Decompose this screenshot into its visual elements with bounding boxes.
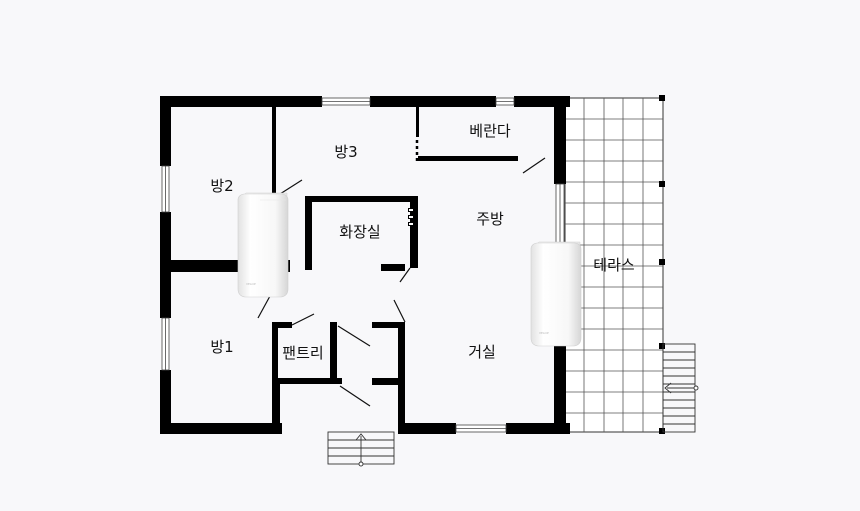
room-label-room1: 방1 — [210, 338, 233, 356]
room-label-room3: 방3 — [334, 143, 357, 161]
room-label-bathroom: 화장실 — [339, 223, 380, 241]
entrance-steps — [327, 431, 395, 467]
wifi-router-icon: VELOP — [530, 241, 582, 347]
windows — [161, 97, 565, 433]
router-brand-label: VELOP — [246, 282, 256, 286]
room-label-balcony: 베란다 — [469, 122, 511, 140]
room-label-room2: 방2 — [210, 177, 233, 195]
room-label-living: 거실 — [468, 343, 496, 361]
terrace-steps — [662, 343, 699, 433]
room-label-terrace: 테라스 — [593, 256, 635, 274]
room-labels: 방2 방3 베란다 화장실 주방 테라스 방1 팬트리 거실 — [210, 122, 635, 362]
wifi-router-icon: VELOP — [237, 192, 289, 298]
bathroom-fixtures — [408, 140, 419, 226]
room-label-pantry: 팬트리 — [282, 344, 323, 362]
terrace-area — [564, 95, 665, 434]
walls — [160, 96, 570, 434]
door-swings — [257, 157, 546, 407]
router-brand-label: VELOP — [539, 331, 549, 335]
room-label-kitchen: 주방 — [476, 210, 504, 228]
